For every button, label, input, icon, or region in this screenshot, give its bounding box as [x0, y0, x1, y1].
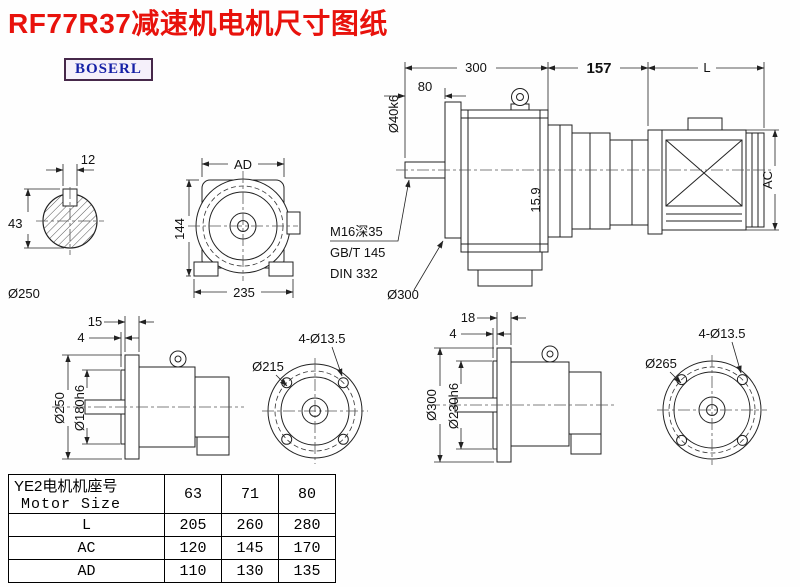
note-std-din: DIN 332 [330, 266, 378, 281]
vent-plug [286, 211, 301, 235]
dim-bolt-holes-300: 4-Ø13.5 [699, 326, 746, 341]
page-title: RF77R37减速机电机尺寸图纸 [8, 8, 388, 39]
dim-144: 144 [172, 218, 187, 240]
dim-key-height: 43 [8, 216, 22, 231]
foot-left [193, 261, 219, 277]
cell-value: 260 [221, 513, 279, 537]
motor-fan-cover [745, 132, 765, 228]
cell-value: 170 [278, 536, 336, 560]
table-header-en: Motor Size [21, 496, 122, 513]
gearbox-body [510, 361, 570, 447]
dim-spigot-dia-180: Ø180h6 [72, 385, 87, 431]
cell-value: 110 [164, 559, 222, 583]
dim-300: 300 [465, 60, 487, 75]
bolt-hole [337, 377, 349, 389]
assembly-side-view: 300 157 L 80 Ø40k6 AC 15.9 M16深35 GB/T 1… [330, 60, 779, 302]
dim-157: 157 [586, 60, 611, 77]
dim-4b: 4 [449, 326, 456, 341]
bolt-hole [676, 434, 688, 446]
motor-terminal-box [687, 117, 723, 131]
dim-bolt-circle-215: Ø215 [252, 359, 284, 374]
note-std-gb: GB/T 145 [330, 245, 385, 260]
dim-4: 4 [77, 330, 84, 345]
flange300-side-view: 18 4 Ø300 Ø230h6 [424, 310, 616, 463]
gearbox-front-view: AD 144 235 [172, 157, 301, 300]
dim-shaft-dia: Ø40k6 [386, 95, 401, 133]
motor-size-71: 71 [221, 474, 279, 514]
dim-flange-dia-300: Ø300 [424, 389, 439, 421]
dim-out-flange-300: Ø300 [387, 287, 419, 302]
table-header-row: YE2电机机座号 Motor Size 63 71 80 [8, 474, 336, 514]
flange300-face-view: 4-Ø13.5 Ø265 [645, 326, 767, 465]
motor-size-80: 80 [278, 474, 336, 514]
dim-bolt-holes-250: 4-Ø13.5 [299, 331, 346, 346]
table-row-AD: AD 110 130 135 [8, 559, 336, 583]
row-label: AD [8, 559, 165, 583]
cell-value: 145 [221, 536, 279, 560]
dim-bolt-circle-265: Ø265 [645, 356, 677, 371]
dim-ac: AC [760, 171, 775, 189]
dim-flange-dia-250: Ø250 [52, 392, 67, 424]
cell-value: 130 [221, 559, 279, 583]
table-row-L: L 205 260 280 [8, 513, 336, 537]
cell-value: 120 [164, 536, 222, 560]
gearbox-housing [460, 109, 549, 253]
dim-18: 18 [461, 310, 475, 325]
foot-right [268, 261, 294, 277]
motor-endbell [647, 129, 663, 235]
motor-body [661, 129, 747, 231]
brand-logo: BOSERL [64, 58, 153, 81]
cell-value: 280 [278, 513, 336, 537]
cell-value: 205 [164, 513, 222, 537]
bolt-hole [736, 434, 748, 446]
table-header-cn: YE2电机机座号 [14, 478, 118, 495]
dim-235: 235 [233, 285, 255, 300]
bolt-hole [337, 433, 349, 445]
dim-80: 80 [418, 79, 432, 94]
bolt-hole [736, 374, 748, 386]
adapter-housing [547, 124, 649, 238]
shaft-section-view: 12 43 Ø250 [8, 152, 104, 301]
row-label: L [8, 513, 165, 537]
note-tap-hole: M16深35 [330, 224, 383, 239]
motor-size-63: 63 [164, 474, 222, 514]
flange250-face-view: 4-Ø13.5 Ø215 [252, 331, 368, 464]
label-flange-250: Ø250 [8, 286, 40, 301]
dim-key-width: 12 [81, 152, 95, 167]
dim-15-9: 15.9 [528, 187, 543, 212]
row-label: AC [8, 536, 165, 560]
housing-lower [467, 251, 543, 271]
flange250-side-view: 15 4 Ø250 Ø180h6 [52, 314, 244, 460]
dim-L: L [703, 60, 710, 75]
table-row-AC: AC 120 145 170 [8, 536, 336, 560]
motor-size-table: YE2电机机座号 Motor Size 63 71 80 L 205 260 2… [8, 474, 336, 583]
bolt-hole [281, 433, 293, 445]
motor [647, 117, 765, 235]
cell-value: 135 [278, 559, 336, 583]
dim-15: 15 [88, 314, 102, 329]
table-header-cell: YE2电机机座号 Motor Size [8, 474, 165, 514]
dim-ad: AD [234, 157, 252, 172]
dim-spigot-dia-230: Ø230h6 [446, 383, 461, 429]
